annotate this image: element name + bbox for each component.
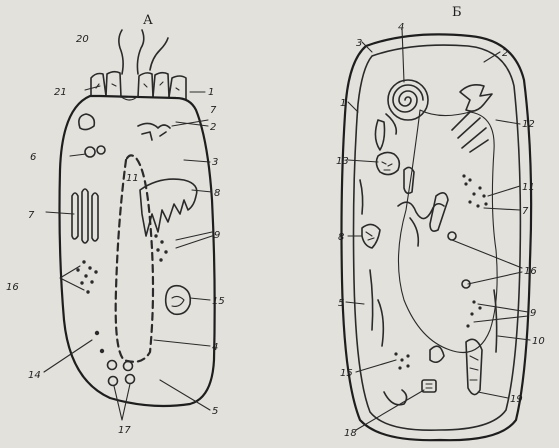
panel-a-label-3: 3 [212, 157, 218, 168]
panel-b-label-5: 5 [338, 298, 344, 309]
panel-a-label-16: 16 [6, 282, 19, 293]
panel-b-label-10: 10 [532, 336, 545, 347]
panel-b-label-12: 12 [522, 119, 535, 130]
panel-a-label-7-top: 7 [210, 105, 217, 116]
panel-a-label-7-left: 7 [28, 210, 35, 221]
panel-a-label-5: 5 [212, 406, 218, 417]
panel-a-label-2: 2 [210, 122, 216, 133]
panel-a-label-8: 8 [214, 188, 220, 199]
panel-a-label-1: 1 [208, 87, 214, 98]
panel-b-letter: Б [452, 5, 462, 20]
panel-a-label-14: 14 [28, 370, 41, 381]
panel-a-label-4: 4 [212, 342, 218, 353]
panel-a-label-11: 11 [126, 173, 139, 184]
panel-b-label-15: 15 [340, 368, 353, 379]
panel-a-label-9: 9 [214, 230, 220, 241]
panel-b-label-9: 9 [530, 308, 536, 319]
panel-b-label-7: 7 [522, 206, 529, 217]
panel-b-label-18: 18 [344, 428, 357, 439]
panel-b-label-11: 11 [522, 182, 535, 193]
panel-a-granule-1 [95, 331, 99, 335]
panel-b-label-13: 13 [336, 156, 349, 167]
panel-b-label-19: 19 [510, 394, 523, 405]
panel-a-label-20: 20 [76, 34, 89, 45]
panel-b-label-3: 3 [356, 38, 362, 49]
panel-b-label-16: 16 [524, 266, 537, 277]
panel-b-label-2: 2 [502, 48, 508, 59]
panel-b-label-4: 4 [398, 22, 404, 33]
panel-a-letter: А [143, 13, 153, 28]
panel-b-label-1: 1 [340, 98, 346, 109]
panel-a-label-17: 17 [118, 425, 131, 436]
panel-b-label-8: 8 [338, 232, 344, 243]
panel-a-granule-2 [100, 349, 104, 353]
panel-a-label-15: 15 [212, 296, 225, 307]
panel-a-label-6: 6 [30, 152, 36, 163]
panel-a-label-21: 21 [54, 87, 67, 98]
